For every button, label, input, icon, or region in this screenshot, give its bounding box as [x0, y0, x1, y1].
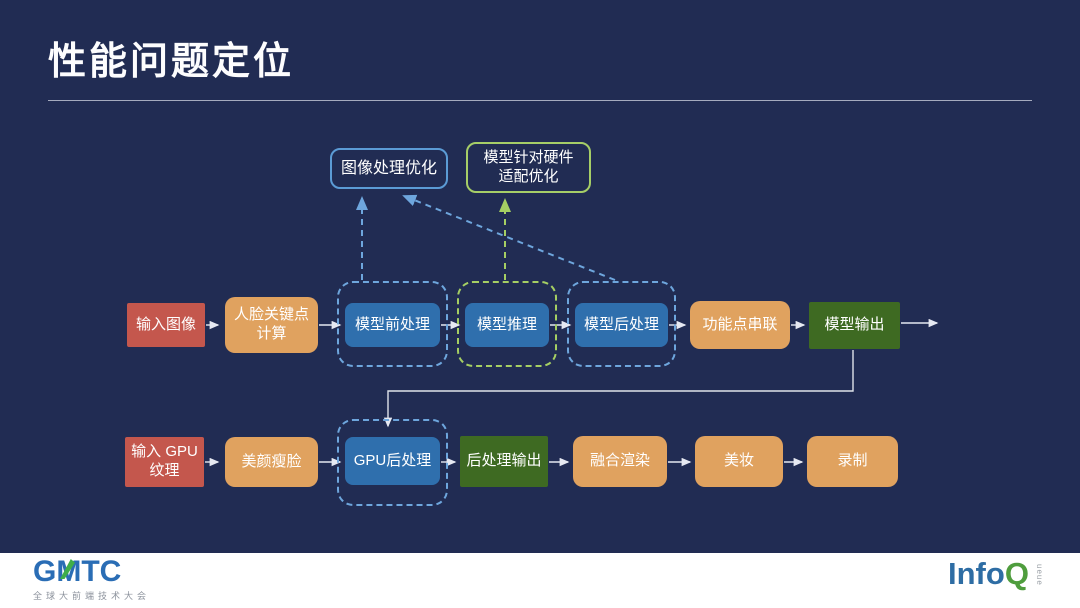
infoq-logo-queue: ueue [1035, 564, 1044, 586]
callout-hardware-adaptation-optimization: 模型针对硬件 适配优化 [466, 142, 591, 193]
node-input-image: 输入图像 [127, 303, 205, 347]
node-gpu-postprocess: GPU后处理 [345, 437, 440, 485]
node-label: 输入 GPU 纹理 [131, 443, 198, 479]
node-record: 录制 [807, 436, 898, 487]
node-beauty-slim: 美颜瘦脸 [225, 437, 318, 487]
node-label: 融合渲染 [589, 452, 650, 470]
node-label: 功能点串联 [702, 315, 778, 333]
node-label: 模型推理 [476, 315, 537, 333]
arrow-post-to-image-opt-icon [402, 194, 616, 281]
node-label: 模型前处理 [354, 315, 430, 333]
node-label: 人脸关键点 计算 [233, 306, 309, 342]
infoq-logo-q: Q [1004, 556, 1029, 591]
dashed-rect-gpu-post [337, 419, 448, 506]
node-label: 模型输出 [824, 316, 885, 334]
footer-bar: GMTC 全球大前端技术大会 InfoQ ueue [0, 553, 1080, 608]
callout-image-processing-optimization: 图像处理优化 [330, 148, 448, 189]
node-label: GPU后处理 [353, 451, 432, 469]
infoq-logo-info: Info [948, 556, 1005, 591]
callout-label: 模型针对硬件 适配优化 [483, 148, 574, 185]
callout-label: 图像处理优化 [340, 159, 437, 177]
page-title: 性能问题定位 [48, 41, 295, 83]
node-label: 美妆 [723, 452, 754, 470]
node-label: 输入图像 [135, 315, 196, 333]
gmtc-logo-text: GMTC [33, 555, 122, 588]
node-model-inference: 模型推理 [465, 303, 549, 347]
node-postprocess-output: 后处理输出 [460, 436, 548, 487]
node-input-gpu-texture: 输入 GPU 纹理 [125, 437, 204, 487]
dashed-rect-model-infer [457, 281, 557, 367]
gmtc-subtitle: 全球大前端技术大会 [33, 591, 151, 601]
node-feature-chain: 功能点串联 [690, 301, 790, 349]
node-model-output: 模型输出 [809, 302, 900, 349]
node-face-keypoints: 人脸关键点 计算 [225, 297, 318, 353]
dashed-rect-model-post [567, 281, 676, 367]
node-label: 模型后处理 [583, 315, 659, 333]
infoq-logo: InfoQ ueue [948, 556, 1044, 591]
gmtc-logo: GMTC 全球大前端技术大会 [33, 557, 150, 602]
node-fusion-render: 融合渲染 [573, 436, 667, 487]
node-model-postprocess: 模型后处理 [575, 303, 668, 347]
node-label: 后处理输出 [466, 452, 542, 470]
node-model-preprocess: 模型前处理 [345, 303, 440, 347]
node-label: 录制 [837, 452, 868, 470]
node-label: 美颜瘦脸 [241, 452, 302, 470]
dashed-rect-model-pre [337, 281, 448, 367]
node-makeup: 美妆 [695, 436, 783, 487]
title-underline [48, 100, 1032, 101]
